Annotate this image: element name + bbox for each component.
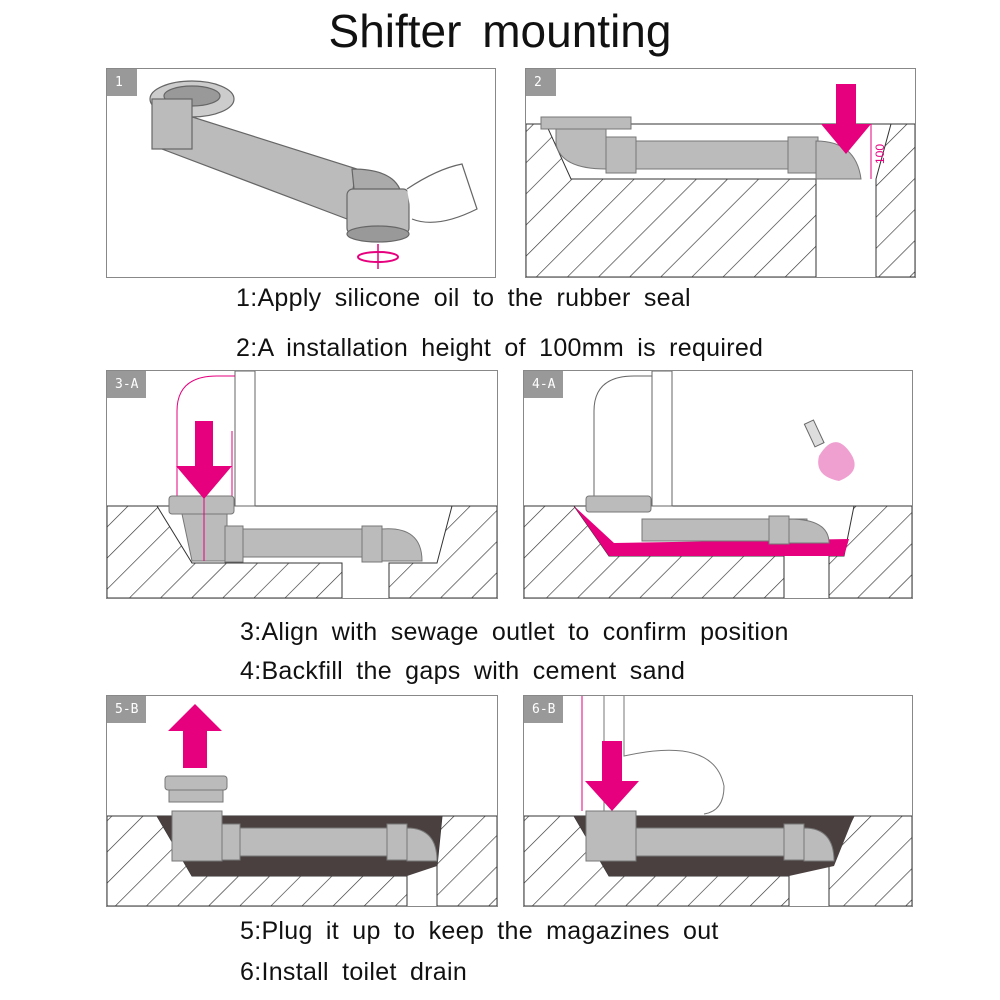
step-label: 4-A [524, 371, 564, 398]
caption-step-1: 1:Apply silicone oil to the rubber seal [236, 284, 691, 312]
align-outlet-illustration [107, 371, 497, 598]
installation-height-illustration: 100 [526, 84, 915, 277]
step-label: 5-B [107, 696, 147, 723]
step-4-panel: 4-A [523, 370, 913, 599]
step-5-panel: 5-B [106, 695, 498, 907]
step-label: 2 [526, 69, 556, 96]
page-title: Shifter mounting [328, 5, 672, 57]
toilet-drain-illustration [524, 696, 912, 906]
plug-cap-illustration [107, 704, 497, 906]
caption-step-3: 3:Align with sewage outlet to confirm po… [240, 618, 789, 646]
caption-step-6: 6:Install toilet drain [240, 958, 468, 986]
height-dimension-label: 100 [873, 144, 887, 164]
caption-step-5: 5:Plug it up to keep the magazines out [240, 917, 719, 945]
step-6-panel: 6-B [523, 695, 913, 907]
step-3-panel: 3-A [106, 370, 498, 599]
step-label: 1 [107, 69, 137, 96]
caption-step-4: 4:Backfill the gaps with cement sand [240, 657, 686, 685]
step-label: 6-B [524, 696, 564, 723]
caption-step-2: 2:A installation height of 100mm is requ… [236, 334, 764, 362]
step-1-panel: 1 [106, 68, 496, 278]
step-label: 3-A [107, 371, 147, 398]
pipe-seal-illustration [149, 80, 478, 269]
backfill-illustration [524, 371, 912, 598]
step-2-panel: 100 2 [525, 68, 916, 278]
